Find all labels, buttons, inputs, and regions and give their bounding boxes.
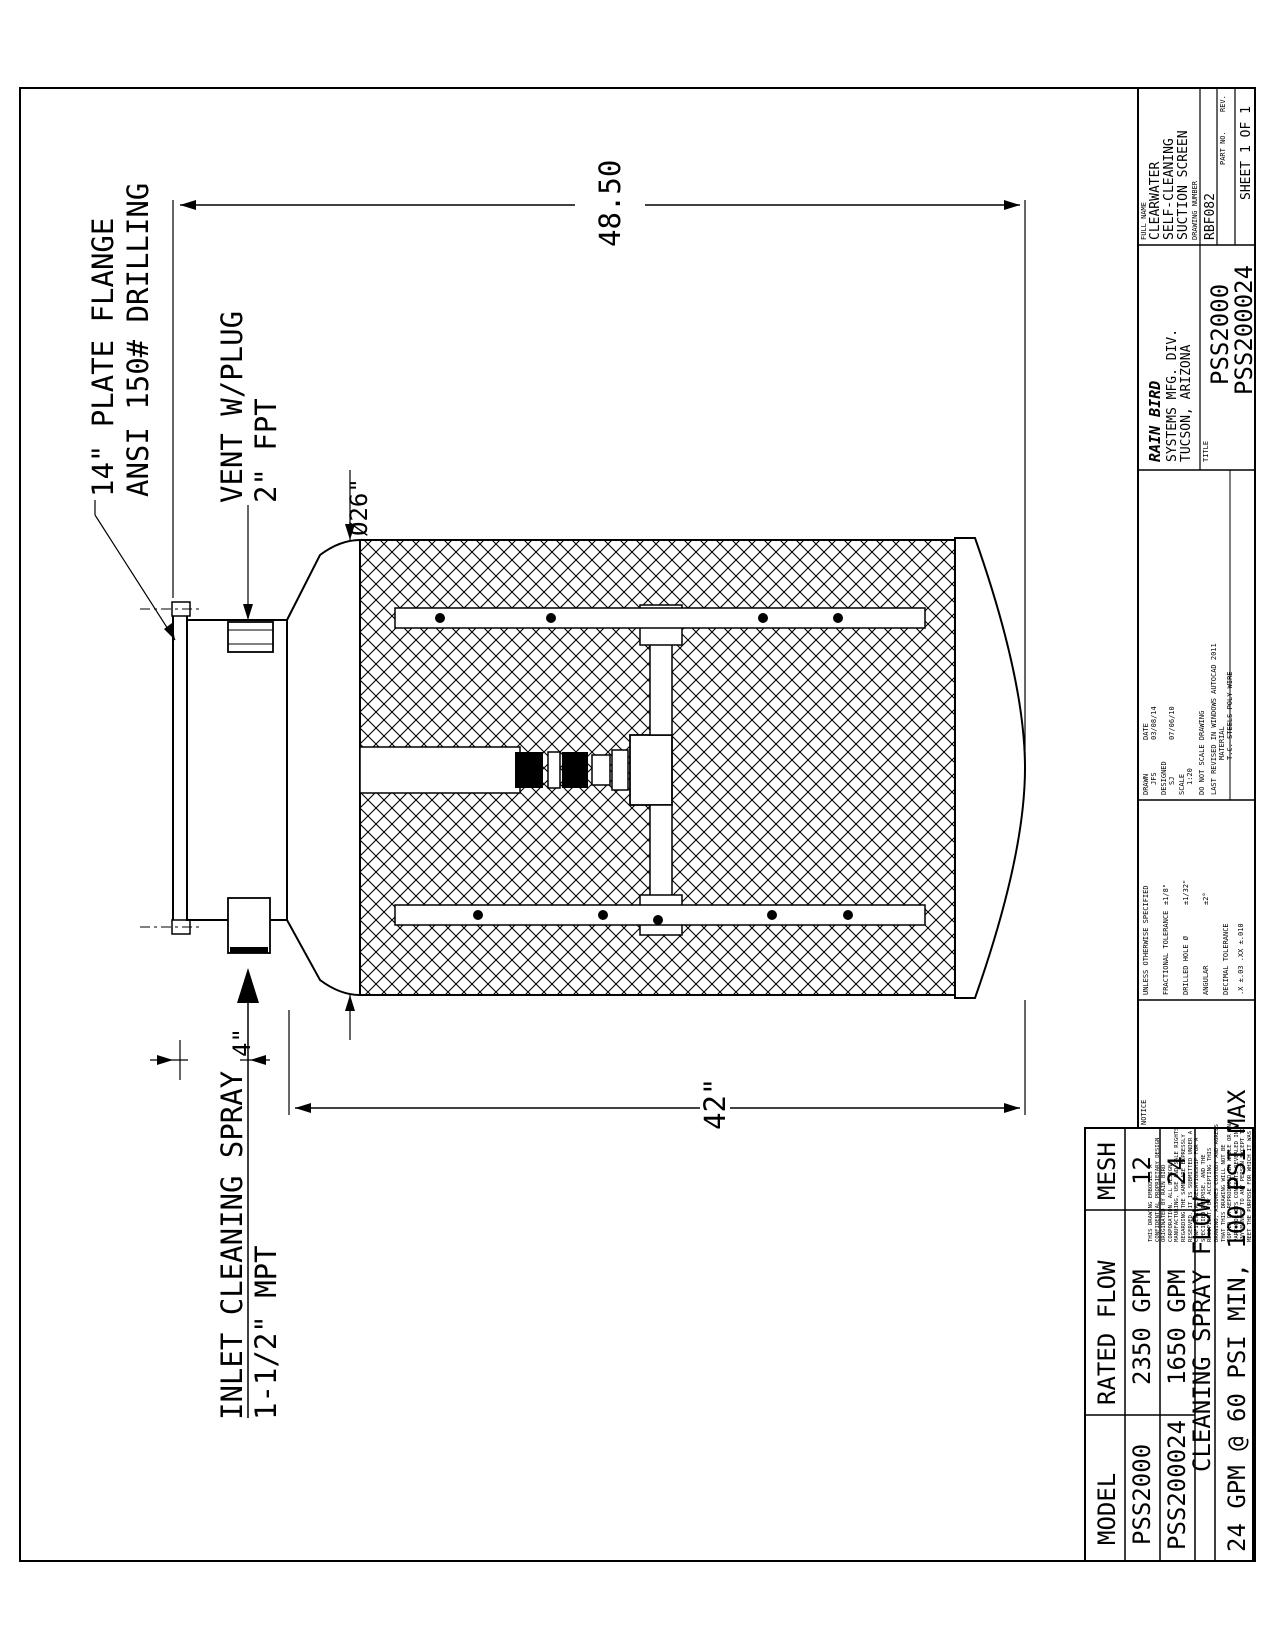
drawn-by: JFS <box>1150 772 1158 785</box>
top-cone <box>286 538 361 997</box>
part-name-label: FULL NAME <box>1140 202 1148 240</box>
vent-plug <box>227 621 274 653</box>
company-line-2: TUCSON, ARIZONA <box>1179 344 1194 462</box>
material-label: MATERIAL <box>1218 726 1226 760</box>
tol-ang-value: ±2° <box>1202 892 1210 905</box>
sheet-number: SHEET 1 OF 1 <box>1239 106 1254 200</box>
part-name-line-3: SUCTION SCREEN <box>1176 130 1191 240</box>
flange-callout-line1: 14" PLATE FLANGE <box>86 218 120 497</box>
rev-label: REV. <box>1219 95 1227 112</box>
part-no-label: PART NO. <box>1219 131 1227 165</box>
notice-label: NOTICE <box>1140 1100 1148 1125</box>
tol-dec-label: DECIMAL TOLERANCE <box>1222 923 1230 995</box>
bottom-cap <box>954 537 1027 999</box>
model-table: MODEL RATED FLOW MESH PSS2000 2350 GPM 1… <box>1084 1089 1254 1562</box>
inlet-callout-line2: 1-1/2" MPT <box>249 1245 283 1420</box>
table-cell-flow-2: 1650 GPM <box>1163 1269 1191 1385</box>
drawn-date: 03/08/14 <box>1150 706 1158 740</box>
vent-callout-line1: VENT W/PLUG <box>215 311 249 503</box>
overall-length-dim: 48.50 <box>593 160 627 247</box>
tol-frac-label: FRACTIONAL TOLERANCE <box>1162 911 1170 995</box>
date-label: DATE <box>1142 723 1150 740</box>
spray-flow-title: CLEANING SPRAY FLOW <box>1188 1197 1216 1472</box>
scale-label: SCALE <box>1178 774 1186 795</box>
table-cell-model-1: PSS2000 <box>1128 1444 1156 1545</box>
inlet-fitting <box>227 897 271 954</box>
notice-text-box: THIS DRAWING EMBODIES A CONFIDENTIAL PRO… <box>1148 1124 1253 1242</box>
spray-manifold <box>359 604 926 936</box>
no-scale-note: DO NOT SCALE DRAWING <box>1198 711 1206 795</box>
title-label: TITLE <box>1202 441 1210 462</box>
flange-plate <box>172 604 188 931</box>
title-line-2: PSS200024 <box>1230 265 1258 395</box>
spray-flow-value: 24 GPM @ 60 PSI MIN, 100 PSI MAX <box>1223 1089 1251 1552</box>
outlet-neck <box>186 619 288 921</box>
outlet-size-dim: 4" <box>228 1028 256 1057</box>
part-name-line-1: CLEARWATER <box>1148 162 1163 240</box>
tol-frac-value: ±1/8" <box>1162 884 1170 905</box>
tol-dec-value: .X ±.03 .XX ±.010 <box>1237 923 1245 995</box>
table-header-mesh: MESH <box>1093 1142 1121 1200</box>
material-value: T.C. STEELS POLY WIRE <box>1226 671 1234 760</box>
designed-by: SJ <box>1168 777 1176 785</box>
tol-ang-label: ANGULAR <box>1202 965 1210 995</box>
drawn-label: DRAWN <box>1142 774 1150 795</box>
title-line-1: PSS2000 <box>1206 284 1234 385</box>
tol-hole-value: ±1/32" <box>1182 880 1190 905</box>
designed-label: DESIGNED <box>1160 761 1168 795</box>
notice-text: THIS DRAWING EMBODIES A CONFIDENTIAL PRO… <box>1148 1124 1253 1242</box>
part-name-line-2: SELF-CLEANING <box>1162 138 1177 240</box>
flange-callout-line2: ANSI 150# DRILLING <box>121 183 155 497</box>
company-line-1: SYSTEMS MFG. DIV. <box>1165 329 1180 462</box>
scale-value: 1:20 <box>1186 768 1194 785</box>
screen-assembly-drawing <box>140 537 1027 999</box>
table-header-model: MODEL <box>1093 1473 1121 1545</box>
dimensions: 48.50 42" Ø26" 4" 14" PLATE FLANGE ANSI … <box>86 160 1026 1420</box>
body-length-dim: 42" <box>698 1078 732 1130</box>
drawing-no: RBF082 <box>1203 193 1218 240</box>
vent-callout-line2: 2" FPT <box>249 398 283 503</box>
diameter-dim: Ø26" <box>345 478 373 536</box>
rain-bird-logo: RAIN BIRD <box>1146 381 1164 462</box>
table-cell-model-2: PSS200024 <box>1163 1420 1191 1550</box>
drawing-no-label: DRAWING NUMBER <box>1191 180 1199 240</box>
table-cell-flow-1: 2350 GPM <box>1128 1269 1156 1385</box>
designed-date: 07/06/10 <box>1168 706 1176 740</box>
title-block: NOTICE THIS DRAWING EMBODIES A CONFIDENT… <box>1137 87 1258 1242</box>
autocad-note: LAST REVISED IN WINDOWS AUTOCAD 2011 <box>1210 643 1218 795</box>
inlet-callout-line1: INLET CLEANING SPRAY <box>215 1071 249 1420</box>
table-header-flow: RATED FLOW <box>1093 1260 1121 1405</box>
tolerance-title: UNLESS OTHERWISE SPECIFIED <box>1142 885 1150 995</box>
tol-hole-label: DRILLED HOLE Ø <box>1182 935 1190 995</box>
table-cell-mesh-2: 24 <box>1163 1156 1191 1185</box>
table-cell-mesh-1: 12 <box>1128 1156 1156 1185</box>
